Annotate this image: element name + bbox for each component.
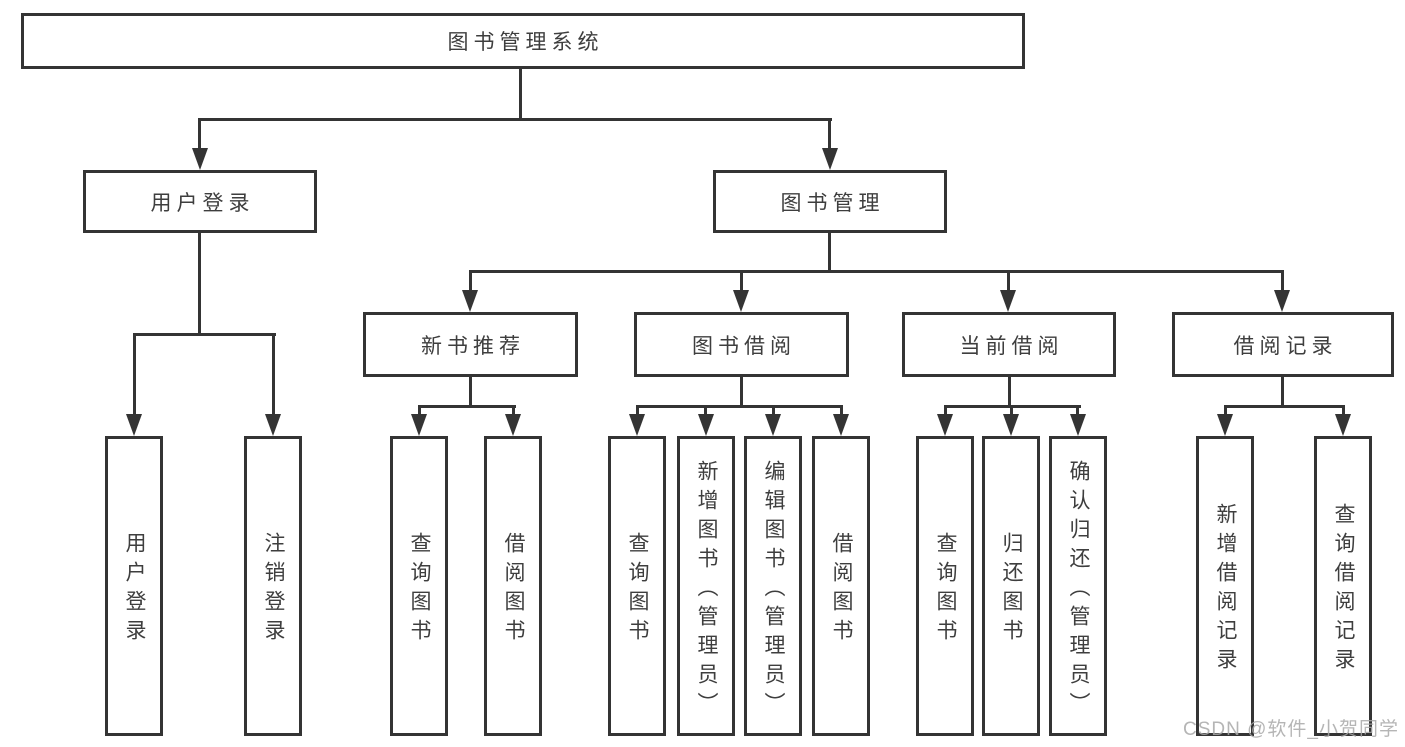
arrowhead-bw-leaf3: [765, 414, 781, 436]
node-book-borrowing: 图书借阅: [634, 312, 849, 377]
connector-new-book-rail: [418, 405, 516, 408]
connector-records-stem: [1281, 376, 1284, 407]
connector-bw-leaf3-drop: [772, 405, 775, 417]
leaf-logout: 注销登录: [244, 436, 302, 736]
connector-borrowing-rail: [636, 405, 843, 408]
connector-rc-leaf2-drop: [1342, 405, 1345, 417]
arrowhead-borrowing: [733, 290, 749, 312]
node-current-borrowing: 当前借阅: [902, 312, 1116, 377]
arrowhead-bw-leaf2: [698, 414, 714, 436]
connector-ul-leaf2-drop: [272, 333, 275, 416]
connector-records-drop: [1281, 270, 1284, 292]
node-new-book-recommend: 新书推荐: [363, 312, 578, 377]
connector-borrowing-stem: [740, 376, 743, 407]
connector-user-login-drop: [198, 118, 201, 154]
connector-new-book-drop: [469, 270, 472, 292]
leaf-bw-query-books: 查询图书: [608, 436, 666, 736]
arrowhead-ul-leaf2: [265, 414, 281, 436]
connector-new-book-stem: [469, 376, 472, 407]
arrowhead-ul-leaf1: [126, 414, 142, 436]
leaf-nb-query-books: 查询图书: [390, 436, 448, 736]
arrowhead-book-mgmt: [822, 148, 838, 170]
arrowhead-bw-leaf1: [629, 414, 645, 436]
connector-nb-leaf2-drop: [512, 405, 515, 417]
leaf-bw-add-books-admin: 新增图书（管理员）: [677, 436, 735, 736]
node-root-library-system: 图书管理系统: [21, 13, 1025, 69]
arrowhead-cu-leaf1: [937, 414, 953, 436]
arrowhead-user-login: [192, 148, 208, 170]
connector-bw-leaf2-drop: [704, 405, 707, 417]
node-book-management: 图书管理: [713, 170, 947, 233]
csdn-watermark: CSDN @软件_小贺同学: [1183, 719, 1399, 740]
node-borrowing-records: 借阅记录: [1172, 312, 1394, 377]
connector-book-mgmt-drop: [828, 118, 831, 154]
connector-rc-leaf1-drop: [1224, 405, 1227, 417]
connector-nb-leaf1-drop: [418, 405, 421, 417]
leaf-nb-borrow-books: 借阅图书: [484, 436, 542, 736]
arrowhead-records: [1274, 290, 1290, 312]
connector-bw-leaf1-drop: [636, 405, 639, 417]
arrowhead-new-book: [462, 290, 478, 312]
connector-user-login-stem: [198, 232, 201, 333]
arrowhead-cu-leaf2: [1003, 414, 1019, 436]
connector-book-mgmt-stem: [828, 232, 831, 272]
leaf-bw-borrow-books: 借阅图书: [812, 436, 870, 736]
arrowhead-rc-leaf2: [1335, 414, 1351, 436]
connector-cu-leaf1-drop: [944, 405, 947, 417]
arrowhead-bw-leaf4: [833, 414, 849, 436]
connector-bw-leaf4-drop: [840, 405, 843, 417]
arrowhead-nb-leaf2: [505, 414, 521, 436]
node-user-login: 用户登录: [83, 170, 317, 233]
arrowhead-cu-leaf3: [1070, 414, 1086, 436]
connector-root-stem: [519, 68, 522, 121]
leaf-cu-confirm-return-admin: 确认归还（管理员）: [1049, 436, 1107, 736]
leaf-cu-return-books: 归还图书: [982, 436, 1040, 736]
connector-current-drop: [1007, 270, 1010, 292]
connector-records-rail: [1224, 405, 1345, 408]
connector-root-rail: [198, 118, 832, 121]
leaf-cu-query-books: 查询图书: [916, 436, 974, 736]
leaf-user-login: 用户登录: [105, 436, 163, 736]
connector-book-mgmt-rail: [469, 270, 1283, 273]
leaf-rc-query-record: 查询借阅记录: [1314, 436, 1372, 736]
connector-user-login-rail: [133, 333, 276, 336]
arrowhead-current: [1000, 290, 1016, 312]
leaf-rc-add-record: 新增借阅记录: [1196, 436, 1254, 736]
connector-current-stem: [1008, 376, 1011, 407]
connector-borrowing-drop: [740, 270, 743, 292]
leaf-bw-edit-books-admin: 编辑图书（管理员）: [744, 436, 802, 736]
arrowhead-rc-leaf1: [1217, 414, 1233, 436]
connector-cu-leaf3-drop: [1076, 405, 1079, 417]
connector-cu-leaf2-drop: [1010, 405, 1013, 417]
connector-ul-leaf1-drop: [133, 333, 136, 416]
arrowhead-nb-leaf1: [411, 414, 427, 436]
